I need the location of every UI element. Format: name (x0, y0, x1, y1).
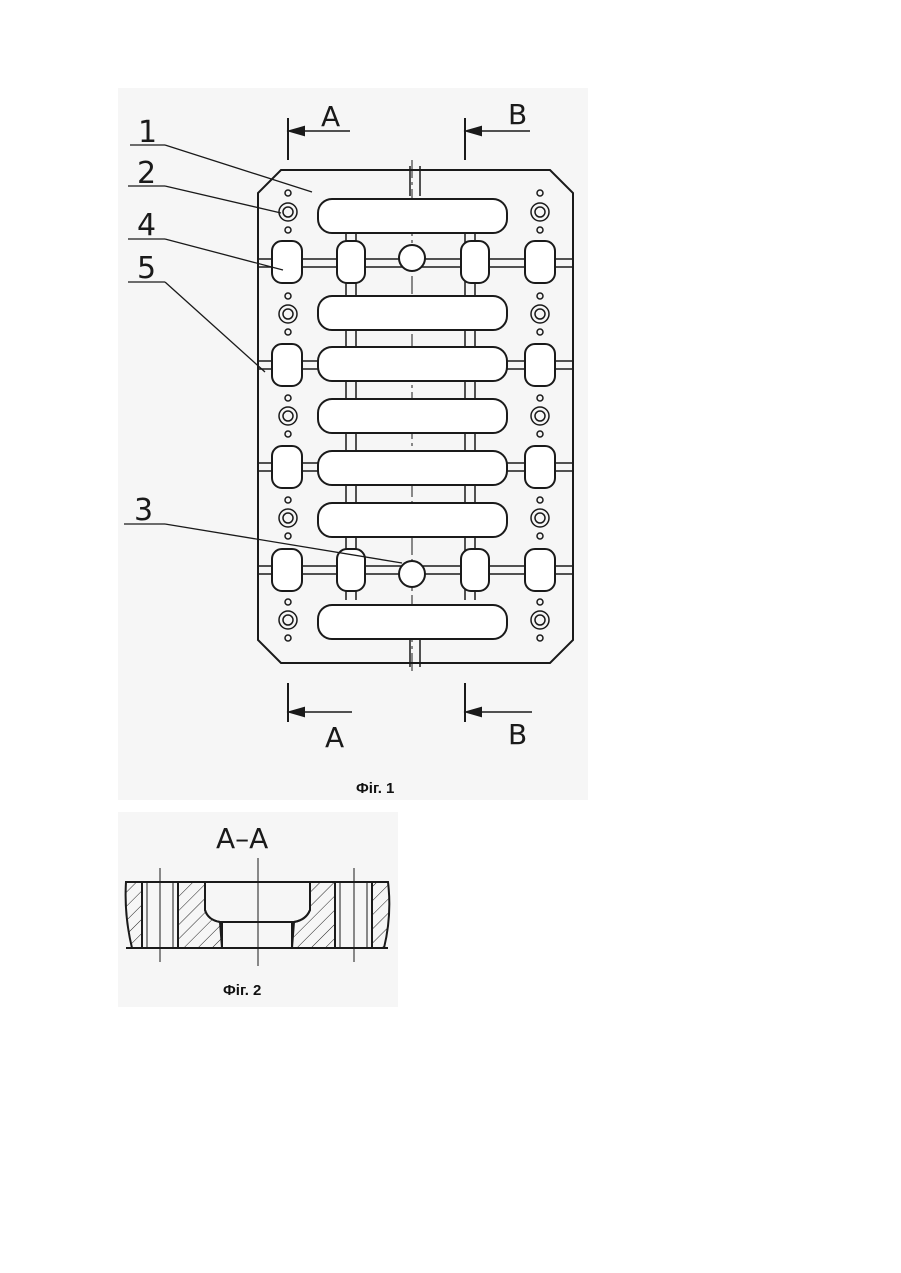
callout-3: 3 (134, 493, 153, 528)
section-label-b-top: B (508, 98, 527, 131)
section-aa-title: A–A (216, 822, 268, 855)
slot (318, 605, 507, 639)
callout-1: 1 (138, 115, 157, 150)
boss (525, 241, 555, 283)
figure2-caption: Фіг. 2 (223, 982, 261, 999)
boss (272, 549, 302, 591)
sprue-hole (399, 561, 425, 587)
section-label-b-bottom: B (508, 718, 527, 751)
figure1-caption: Фіг. 1 (356, 780, 394, 797)
boss (525, 446, 555, 488)
boss (272, 241, 302, 283)
boss (337, 549, 365, 591)
boss (461, 549, 489, 591)
slot (318, 296, 507, 330)
slot (318, 347, 507, 381)
boss (272, 344, 302, 386)
section-label-a-top: A (321, 100, 340, 133)
slot (318, 451, 507, 485)
callout-4: 4 (137, 208, 156, 243)
callout-5: 5 (137, 251, 156, 286)
figure1-scan-area (118, 88, 588, 800)
sprue-hole (399, 245, 425, 271)
boss (461, 241, 489, 283)
slot (318, 503, 507, 537)
boss (525, 344, 555, 386)
callout-2: 2 (137, 156, 156, 191)
boss (337, 241, 365, 283)
boss (525, 549, 555, 591)
boss (272, 446, 302, 488)
slot (318, 399, 507, 433)
section-label-a-bottom: A (325, 721, 344, 754)
slot (318, 199, 507, 233)
